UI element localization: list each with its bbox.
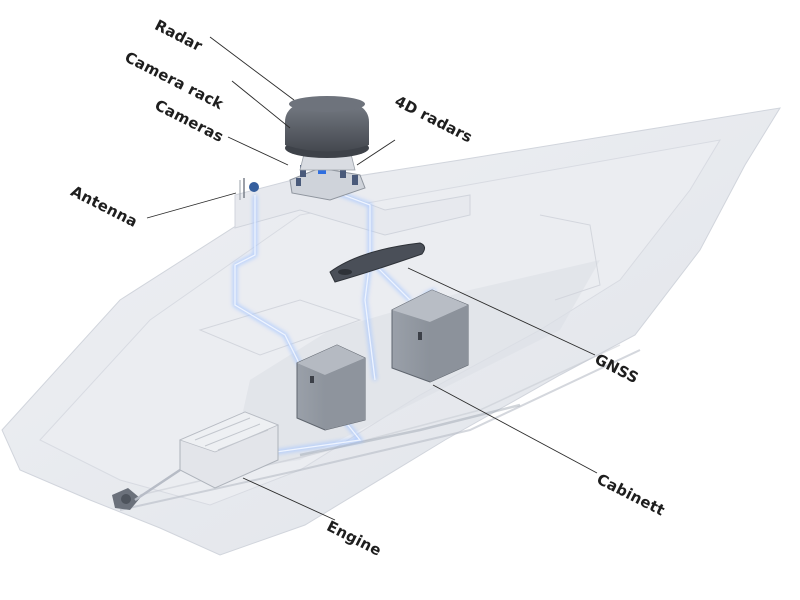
cabinet-front (296, 344, 366, 431)
cabinet-back (391, 289, 469, 383)
leader-lines (146, 36, 598, 521)
engine-block (178, 411, 280, 489)
propeller (112, 488, 140, 510)
gnss-unit (329, 242, 426, 283)
antenna (239, 178, 259, 200)
camera-rack (289, 149, 366, 201)
radar-dome (285, 96, 369, 158)
